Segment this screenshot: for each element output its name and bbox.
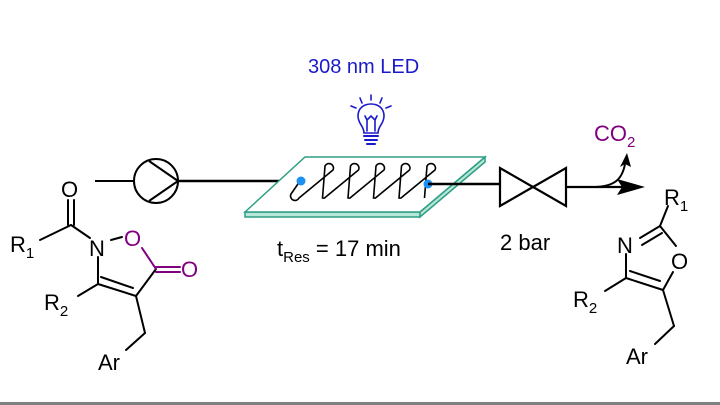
bond bbox=[100, 276, 134, 289]
serpentine-channel bbox=[289, 162, 437, 202]
bond bbox=[625, 277, 664, 291]
bond bbox=[641, 232, 663, 246]
bond bbox=[639, 225, 661, 239]
bond bbox=[662, 271, 674, 291]
channel-path bbox=[289, 162, 437, 202]
product-molecule bbox=[604, 205, 677, 345]
bond bbox=[110, 236, 123, 241]
gas-arrowhead bbox=[620, 153, 631, 167]
bond bbox=[659, 205, 669, 227]
bond bbox=[604, 277, 627, 292]
bond bbox=[654, 325, 675, 345]
atom-nitrogen: N bbox=[617, 233, 633, 258]
atom-carbonyl-oxygen: O bbox=[61, 177, 78, 202]
reactant-molecule bbox=[39, 199, 157, 351]
gas-release-branch bbox=[595, 163, 626, 188]
product-arrowhead bbox=[617, 179, 645, 195]
bond bbox=[135, 268, 157, 297]
bond bbox=[39, 224, 72, 241]
bond bbox=[662, 289, 675, 327]
bond bbox=[629, 270, 661, 282]
atom-exo-oxygen: O bbox=[181, 257, 198, 282]
led-label: 308 nm LED bbox=[308, 56, 419, 78]
photoreactor-chip bbox=[243, 155, 488, 219]
lightbulb-icon bbox=[350, 94, 392, 145]
bottom-rule bbox=[0, 402, 720, 405]
back-pressure-regulator-icon bbox=[498, 166, 568, 208]
inlet-port bbox=[296, 176, 306, 186]
pressure-label: 2 bar bbox=[500, 230, 550, 255]
bond bbox=[125, 332, 146, 351]
bond bbox=[70, 224, 91, 239]
bond bbox=[97, 283, 137, 297]
atom-r2: R2 bbox=[44, 290, 68, 320]
atom-r1: R1 bbox=[10, 232, 34, 262]
bond bbox=[141, 247, 157, 270]
atom-oxygen: O bbox=[671, 249, 688, 274]
residence-time-label: tRes = 17 min bbox=[277, 236, 401, 266]
pump-icon bbox=[133, 158, 179, 204]
bond bbox=[659, 225, 677, 247]
atom-ring-oxygen: O bbox=[124, 226, 141, 251]
atom-nitrogen: N bbox=[89, 236, 105, 261]
atom-aryl: Ar bbox=[98, 350, 120, 375]
bond bbox=[77, 283, 99, 297]
atom-r2: R2 bbox=[573, 287, 597, 317]
atom-aryl: Ar bbox=[626, 344, 648, 369]
bond bbox=[135, 295, 146, 334]
co2-byproduct-label: CO2 bbox=[594, 121, 635, 151]
reactant-highlight-bonds bbox=[141, 247, 181, 273]
atom-r1: R1 bbox=[664, 185, 688, 215]
